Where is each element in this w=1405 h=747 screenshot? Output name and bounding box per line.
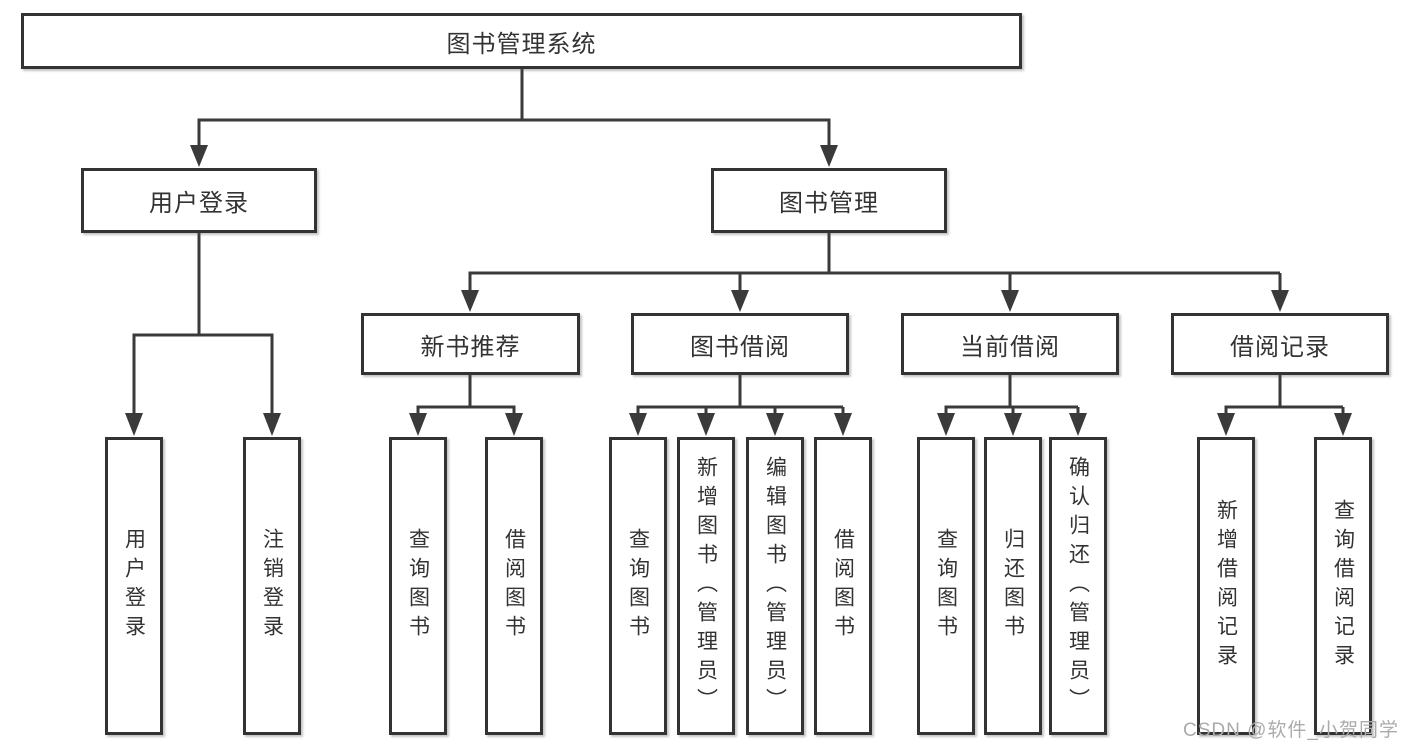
node-label: 查询图书	[934, 528, 958, 644]
leaf-borrowing-borrow-books: 借阅图书	[814, 437, 872, 735]
arrowhead	[505, 413, 523, 436]
leaf-records-add-borrow-record: 新增借阅记录	[1197, 437, 1255, 735]
connector-new-book-rec-split	[416, 375, 516, 413]
arrowhead	[937, 413, 955, 436]
leaf-logout-login: 注销登录	[243, 437, 301, 735]
node-label: 编辑图书（管理员）	[763, 455, 787, 717]
node-new-book-recommend: 新书推荐	[361, 313, 580, 375]
leaf-current-confirm-return-admin: 确认归还（管理员）	[1049, 437, 1107, 735]
node-label: 查询图书	[626, 528, 650, 644]
connector-book-mgmt-split	[468, 233, 1282, 291]
arrowhead	[1217, 413, 1235, 436]
node-label: 新增借阅记录	[1214, 499, 1238, 673]
arrowhead	[409, 413, 427, 436]
leaf-borrowing-query-books: 查询图书	[609, 437, 667, 735]
leaf-borrowing-edit-books-admin: 编辑图书（管理员）	[746, 437, 804, 735]
node-label: 注销登录	[260, 528, 284, 644]
arrowhead	[766, 413, 784, 436]
leaf-current-return-books: 归还图书	[984, 437, 1042, 735]
node-label: 借阅记录	[1230, 333, 1330, 361]
node-label: 查询借阅记录	[1331, 499, 1355, 673]
node-label: 新书推荐	[420, 333, 521, 361]
node-book-borrowing: 图书借阅	[631, 313, 849, 375]
connector-root-split	[197, 69, 831, 146]
arrowhead	[629, 413, 647, 436]
arrowhead	[125, 413, 143, 436]
connector-current-borrow-split	[944, 375, 1080, 413]
leaf-user-login: 用户登录	[105, 437, 163, 735]
node-label: 借阅图书	[831, 528, 855, 644]
arrowhead	[1334, 413, 1352, 436]
leaf-recommend-query-books: 查询图书	[389, 437, 447, 735]
node-label: 图书借阅	[690, 333, 790, 361]
arrowhead	[1004, 413, 1022, 436]
arrowhead	[1271, 290, 1289, 312]
leaf-records-query-borrow-record: 查询借阅记录	[1314, 437, 1372, 735]
node-borrowing-records: 借阅记录	[1171, 313, 1389, 375]
node-label: 新增图书（管理员）	[694, 455, 718, 717]
connector-user-login-split	[132, 233, 274, 414]
node-label: 图书管理	[779, 190, 879, 217]
leaf-borrowing-add-books-admin: 新增图书（管理员）	[677, 437, 735, 735]
connector-borrow-records-split	[1224, 375, 1345, 413]
node-label: 当前借阅	[960, 333, 1060, 361]
arrowhead	[697, 413, 715, 436]
node-label: 归还图书	[1001, 528, 1025, 644]
arrowhead	[1069, 413, 1087, 436]
arrowhead	[461, 290, 479, 312]
node-label: 用户登录	[122, 528, 146, 644]
node-label: 借阅图书	[502, 528, 526, 644]
node-label: 图书管理系统	[446, 30, 597, 58]
arrowhead	[1001, 290, 1019, 312]
node-user-login: 用户登录	[81, 168, 317, 233]
arrowhead	[263, 413, 281, 436]
connector-book-borrow-split	[636, 375, 845, 413]
node-label: 确认归还（管理员）	[1066, 455, 1090, 717]
leaf-current-query-books: 查询图书	[917, 437, 975, 735]
arrowhead	[834, 413, 852, 436]
leaf-recommend-borrow-books: 借阅图书	[485, 437, 543, 735]
arrowhead	[190, 145, 208, 167]
node-root-library-system: 图书管理系统	[21, 13, 1022, 69]
node-book-management: 图书管理	[711, 168, 947, 233]
node-label: 用户登录	[149, 190, 249, 217]
node-current-borrowing: 当前借阅	[901, 313, 1119, 375]
arrowhead	[731, 290, 749, 312]
arrowhead	[820, 145, 838, 167]
node-label: 查询图书	[406, 528, 430, 644]
csdn-watermark: CSDN @软件_小贺同学	[1183, 720, 1399, 741]
